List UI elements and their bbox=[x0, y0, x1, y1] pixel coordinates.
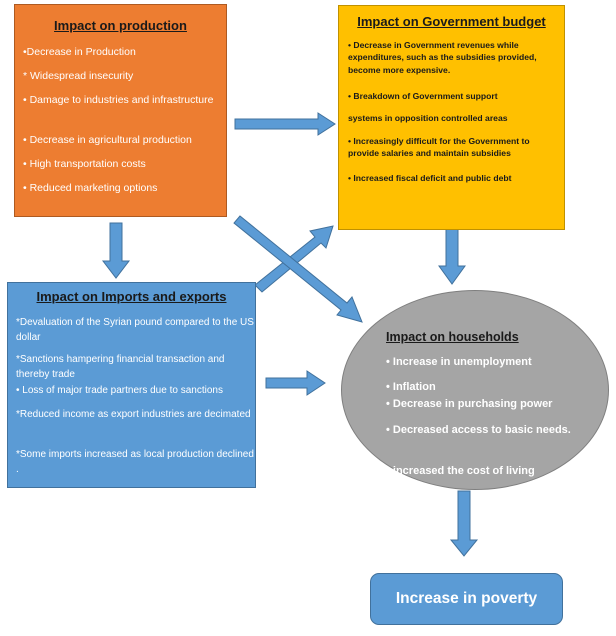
arrow-trade-to-government bbox=[254, 225, 334, 293]
trade-box: Impact on Imports and exports *Devaluati… bbox=[7, 282, 256, 488]
arrow-households-to-poverty bbox=[449, 490, 479, 557]
households-item: • Inflation bbox=[386, 381, 436, 393]
production-item: • Reduced marketing options bbox=[23, 182, 158, 194]
arrow-trade-to-households bbox=[265, 370, 326, 396]
households-ellipse: Impact on households • Increase in unemp… bbox=[341, 290, 609, 490]
government-item: • Increasingly difficult for the Governm… bbox=[348, 136, 530, 159]
government-title: Impact on Government budget bbox=[357, 14, 546, 29]
poverty-box: Increase in poverty bbox=[370, 573, 563, 625]
government-item: • Breakdown of Government support bbox=[348, 91, 498, 101]
trade-item: *Sanctions hampering financial transacti… bbox=[16, 354, 225, 380]
production-item: • High transportation costs bbox=[23, 158, 146, 170]
poverty-title: Increase in poverty bbox=[395, 590, 538, 607]
government-box: Impact on Government budget • Decrease i… bbox=[338, 5, 565, 230]
production-item: • Decrease in agricultural production bbox=[23, 134, 192, 146]
production-title: Impact on production bbox=[54, 18, 187, 33]
production-item: •Decrease in Production bbox=[23, 46, 136, 58]
production-item: • Damage to industries and infrastructur… bbox=[23, 94, 214, 106]
trade-item: *Reduced income as export industries are… bbox=[16, 409, 251, 420]
trade-item: *Some imports increased as local product… bbox=[16, 449, 254, 475]
trade-title: Impact on Imports and exports bbox=[36, 289, 227, 304]
households-item: • Decreased access to basic needs. bbox=[386, 424, 571, 436]
arrow-production-to-trade bbox=[101, 222, 131, 279]
trade-item: *Devaluation of the Syrian pound compare… bbox=[16, 317, 254, 343]
government-item: • Decrease in Government revenues while … bbox=[348, 40, 537, 75]
arrow-production-to-households bbox=[233, 215, 363, 323]
households-item: • Increase in unemployment bbox=[386, 356, 532, 368]
government-item: systems in opposition controlled areas bbox=[348, 113, 508, 123]
households-item: • Decrease in purchasing power bbox=[386, 398, 553, 410]
production-box: Impact on production •Decrease in Produc… bbox=[14, 4, 227, 217]
government-item: • Increased fiscal deficit and public de… bbox=[348, 173, 512, 183]
households-title: Impact on households bbox=[386, 330, 519, 344]
households-item: • increased the cost of living bbox=[386, 465, 535, 477]
trade-item: • Loss of major trade partners due to sa… bbox=[16, 385, 223, 396]
arrow-production-to-government bbox=[234, 112, 336, 136]
production-item: * Widespread insecurity bbox=[23, 70, 134, 82]
